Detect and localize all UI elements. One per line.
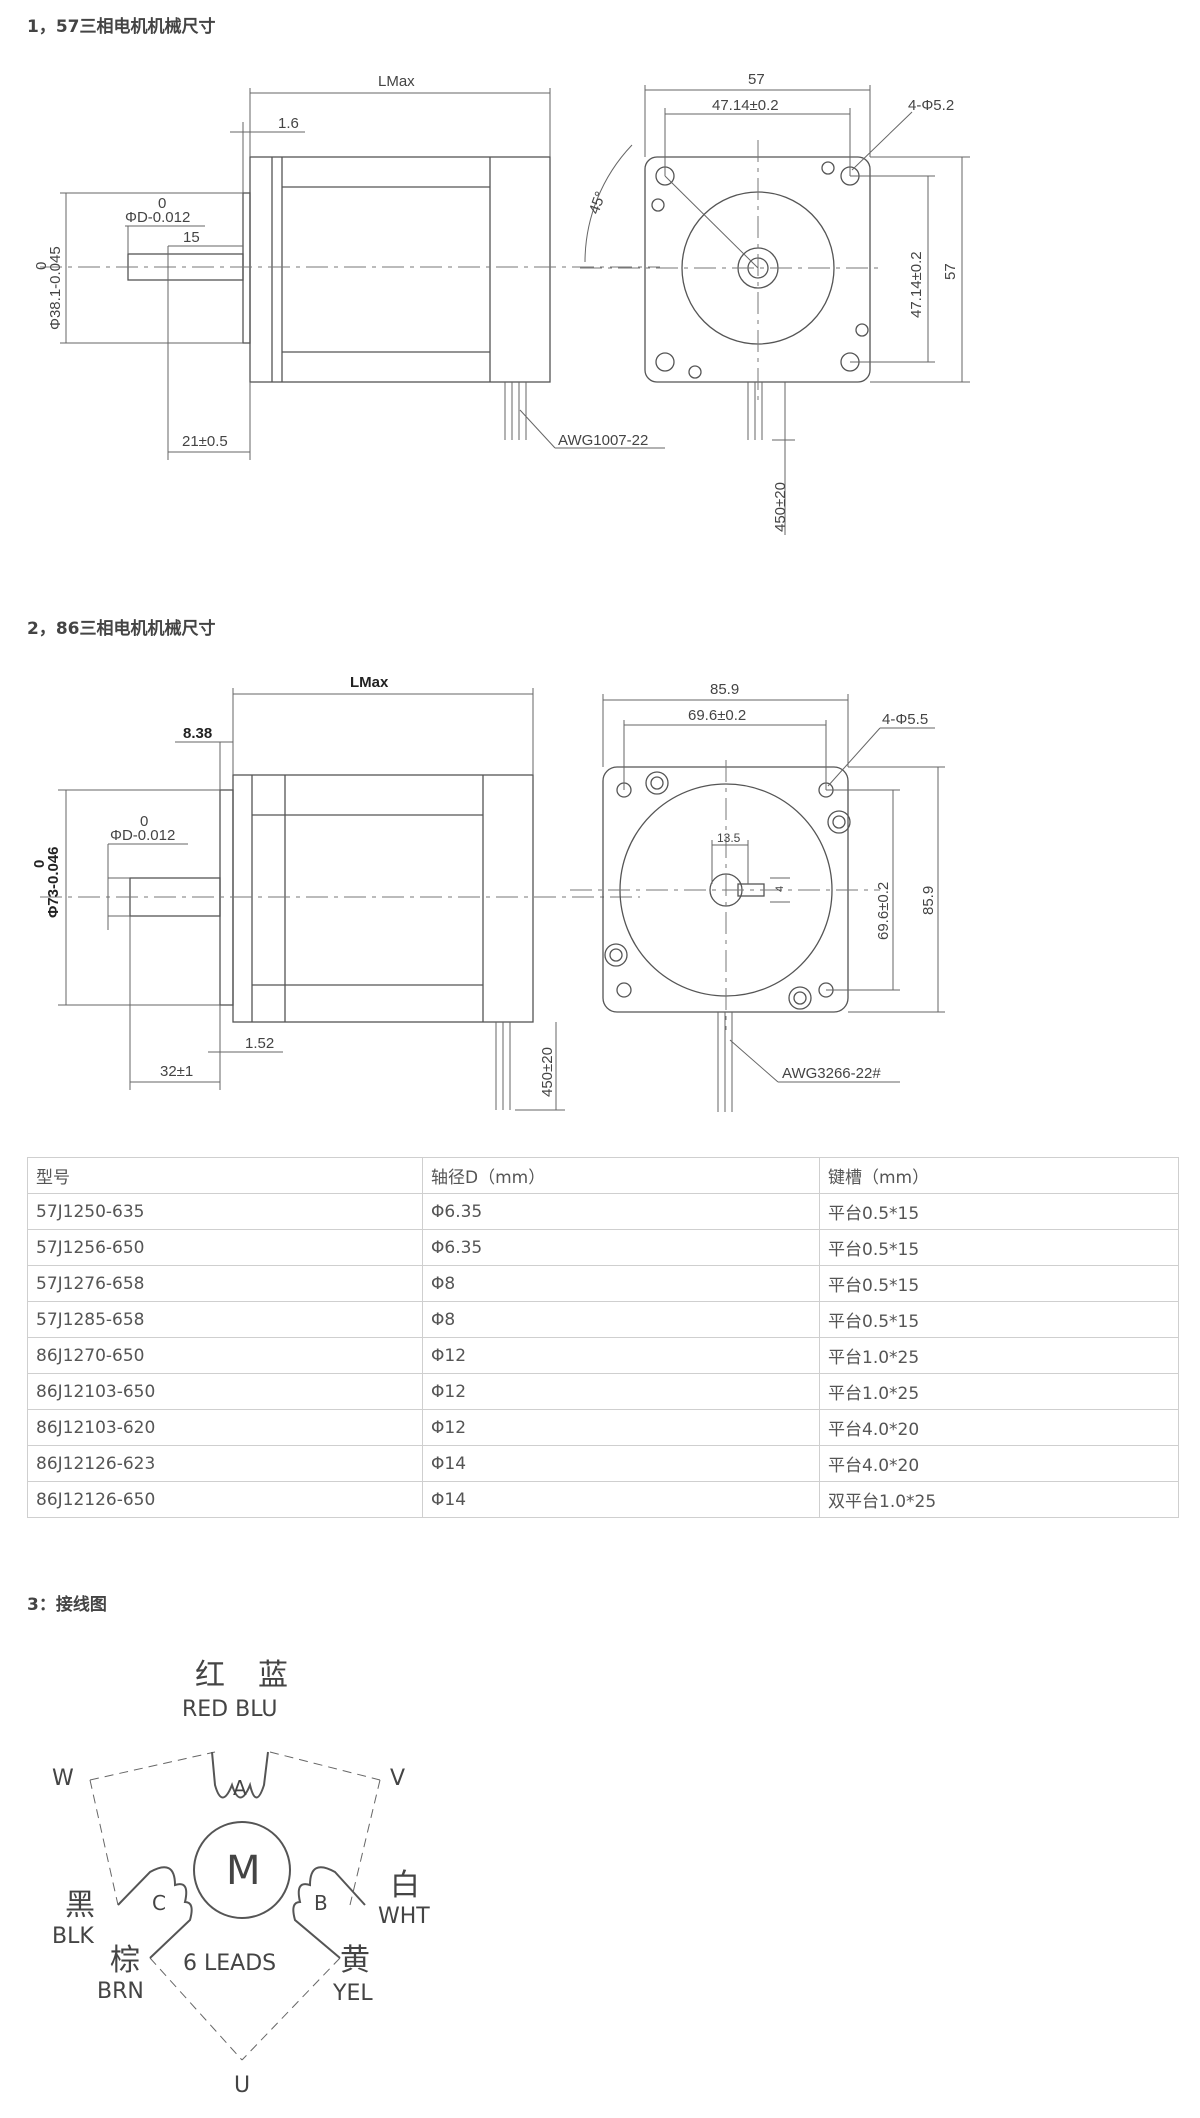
dim57-flat: 15 bbox=[183, 229, 200, 246]
dim86-width: 85.9 bbox=[710, 681, 739, 698]
svg-text:0: 0 bbox=[140, 813, 148, 830]
dim57-height: 57 bbox=[942, 263, 959, 280]
dim86-boss-d: Φ73-0.046 bbox=[45, 846, 62, 918]
wire-brn: BRN bbox=[97, 1979, 144, 2004]
col-model: 型号 bbox=[27, 1157, 423, 1194]
coil-a: A bbox=[233, 1776, 247, 1800]
svg-text:蓝: 蓝 bbox=[258, 1658, 288, 1693]
col-shaft-d: 轴径D（mm） bbox=[422, 1157, 820, 1194]
wiring-diagram: M 红 蓝 RED BLU W V U A C B 6 LEADS 黑 BLK … bbox=[52, 1658, 430, 2098]
dim86-height: 85.9 bbox=[920, 886, 937, 915]
motor57-drawing: LMax 1.6 0 ΦD-0.012 15 0 Φ38.1-0.045 21±… bbox=[33, 71, 970, 535]
svg-text:0: 0 bbox=[158, 195, 166, 212]
wire-blk: BLK bbox=[52, 1924, 94, 1949]
dim57-shaft-len: 21±0.5 bbox=[182, 433, 228, 450]
section1-title: 1，57三相电机机械尺寸 bbox=[27, 17, 216, 37]
svg-text:0: 0 bbox=[31, 860, 48, 868]
dim86-key-w: 13.5 bbox=[717, 831, 741, 845]
dim86-shaft-d: ΦD-0.012 bbox=[110, 827, 175, 844]
wire-top-en: RED BLU bbox=[182, 1697, 277, 1722]
dim86-cable: AWG3266-22# bbox=[782, 1065, 881, 1082]
svg-text:红: 红 bbox=[195, 1658, 225, 1693]
dim86-step: 1.52 bbox=[245, 1035, 274, 1052]
dim86-pitch-v: 69.6±0.2 bbox=[875, 882, 892, 940]
dim57-angle: 45° bbox=[586, 189, 610, 216]
dim57-lmax: LMax bbox=[378, 73, 415, 90]
svg-text:棕: 棕 bbox=[110, 1943, 140, 1978]
svg-text:白: 白 bbox=[390, 1868, 420, 1903]
motor86-drawing: LMax 8.38 0 ΦD-0.012 0 Φ73-0.046 1.52 32… bbox=[31, 674, 945, 1112]
leads-label: 6 LEADS bbox=[183, 1951, 276, 1976]
phase-v: V bbox=[390, 1766, 405, 1791]
dim86-shaft-len: 32±1 bbox=[160, 1063, 193, 1080]
dim86-pitch: 69.6±0.2 bbox=[688, 707, 746, 724]
dim57-cable: AWG1007-22 bbox=[558, 432, 648, 449]
dim57-shaft-d: ΦD-0.012 bbox=[125, 209, 190, 226]
dim86-key-d: 4 bbox=[774, 886, 786, 892]
wire-wht: WHT bbox=[378, 1904, 430, 1929]
svg-text:黄: 黄 bbox=[340, 1943, 370, 1978]
dim57-holes: 4-Φ5.2 bbox=[908, 97, 954, 114]
dim57-width: 57 bbox=[748, 71, 765, 88]
dim86-holes: 4-Φ5.5 bbox=[882, 711, 928, 728]
dim57-lead: 450±20 bbox=[772, 482, 789, 532]
phase-u: U bbox=[234, 2073, 250, 2098]
motor-label: M bbox=[226, 1848, 261, 1894]
motor-symbol bbox=[193, 1821, 291, 1919]
svg-text:0: 0 bbox=[33, 262, 50, 270]
dim57-flange: 1.6 bbox=[278, 115, 299, 132]
wire-yel: YEL bbox=[332, 1981, 373, 2006]
motor57-body bbox=[249, 156, 551, 383]
table-header-row: 型号 轴径D（mm） 键槽（mm） bbox=[27, 1157, 1179, 1194]
dim57-pitch-v: 47.14±0.2 bbox=[908, 251, 925, 318]
coil-c: C bbox=[152, 1891, 166, 1915]
dim57-boss-d: Φ38.1-0.045 bbox=[47, 246, 64, 330]
phase-w: W bbox=[52, 1766, 74, 1791]
section2-title: 2，86三相电机机械尺寸 bbox=[27, 619, 216, 639]
section3-title: 3：接线图 bbox=[27, 1595, 107, 1615]
dim86-lmax: LMax bbox=[350, 674, 389, 691]
col-keyway: 键槽（mm） bbox=[819, 1157, 1179, 1194]
coil-b: B bbox=[314, 1891, 328, 1915]
dim57-pitch: 47.14±0.2 bbox=[712, 97, 779, 114]
motor57-flange bbox=[242, 192, 251, 344]
dim86-flange: 8.38 bbox=[183, 725, 212, 742]
dim86-lead: 450±20 bbox=[539, 1047, 556, 1097]
svg-text:黑: 黑 bbox=[65, 1888, 95, 1923]
